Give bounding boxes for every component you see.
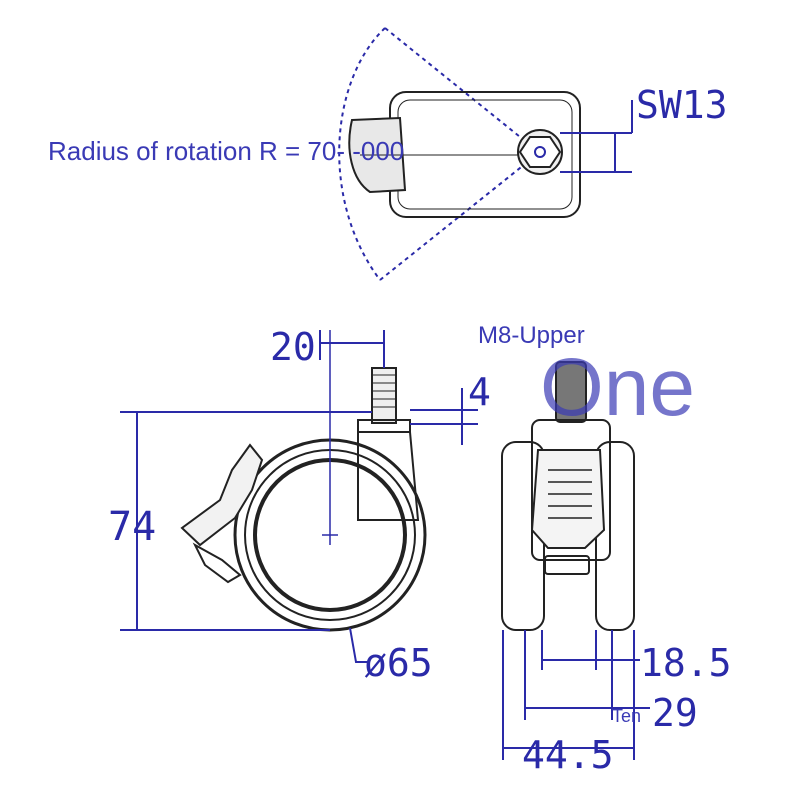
dim-74-label: 74 xyxy=(108,504,156,550)
sw13-label: SW13 xyxy=(636,83,728,127)
side-dimensions xyxy=(120,330,478,663)
hex-nut xyxy=(518,136,562,168)
brand-mark: One xyxy=(540,342,695,433)
brake-lever-side xyxy=(180,443,264,547)
side-view xyxy=(180,330,427,632)
rotation-line-top xyxy=(384,27,531,146)
top-view xyxy=(338,27,581,281)
front-view xyxy=(501,361,635,631)
brake-pedal-front xyxy=(544,555,590,575)
front-dimensions xyxy=(502,630,650,760)
small-note: Ten xyxy=(612,706,641,726)
dim-29-label: 29 xyxy=(652,691,698,735)
dim-20-label: 20 xyxy=(270,325,316,369)
dim-44-5-label: 44.5 xyxy=(522,733,614,777)
stem-label: M8-Upper xyxy=(478,322,585,349)
dia-65-label: ø65 xyxy=(364,641,433,685)
nut-center xyxy=(534,146,546,158)
rotation-radius-note: Radius of rotation R = 70- -000 xyxy=(48,136,404,166)
dia65-leader xyxy=(349,627,368,663)
fork-front xyxy=(531,419,611,561)
dim-4-label: 4 xyxy=(468,370,491,414)
stem-threads xyxy=(372,374,396,408)
threaded-stem xyxy=(371,367,397,424)
sw13-dimension xyxy=(560,100,633,173)
lever-ribs xyxy=(548,469,592,519)
brake-pad-side xyxy=(192,542,242,584)
rotation-line-bottom xyxy=(379,159,531,281)
brake-lever-front xyxy=(530,449,606,549)
rotation-arc xyxy=(338,27,386,281)
fork-housing xyxy=(357,431,420,521)
dim-18-5-label: 18.5 xyxy=(640,641,732,685)
stem-top-front xyxy=(555,361,587,423)
